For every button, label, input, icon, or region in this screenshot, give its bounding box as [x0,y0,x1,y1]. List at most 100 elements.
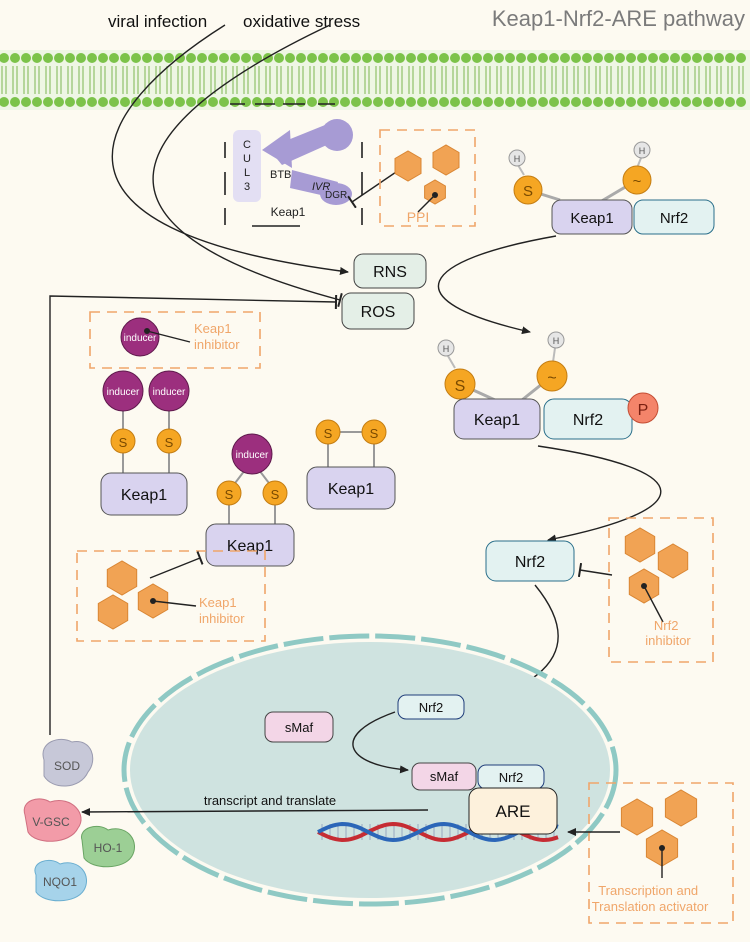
nrf2-inhibitor-label: Nrf2 inhibitor [645,618,691,648]
s-label: S [225,487,234,502]
lipid-head [87,53,97,63]
lipid-head [340,53,350,63]
s-label: S [324,426,333,441]
lipid-head [186,53,196,63]
lipid-head [450,97,460,107]
lipid-head [626,97,636,107]
vgsc-label: V-GSC [32,815,70,829]
h-label: H [553,336,560,346]
s-label: S [370,426,379,441]
lipid-head [483,53,493,63]
lipid-head [648,97,658,107]
keap1-label: Keap1 [121,487,167,504]
lipid-head [142,53,152,63]
sulfur-atom [315,419,341,445]
hexagon [657,543,689,579]
lipid-head [318,53,328,63]
inducer-circle [231,433,273,475]
activator-label: Transcription and Translation activator [592,883,709,914]
btb-label: BTB [270,169,291,181]
s-label: S [455,378,466,395]
lipid-head [65,53,75,63]
nqo1-blob [34,860,87,902]
lipid-head [32,53,42,63]
lipid-head [340,97,350,107]
activator-box [588,782,734,924]
keap1-box [205,523,295,567]
lipid-head [164,97,174,107]
nrf2-label: Nrf2 [660,210,688,227]
sulfur-atom [156,428,182,454]
lipid-head [461,97,471,107]
lipid-head [571,53,581,63]
lipid-head [527,53,537,63]
lipid-head [329,97,339,107]
lipid-head [186,97,196,107]
nrf2-box [543,398,633,440]
inducer-label: inducer [124,333,157,344]
lipid-head [373,97,383,107]
lipid-head [582,53,592,63]
keap1-inhibitor-label: Keap1 inhibitor [199,595,245,626]
ppi-box [379,129,476,227]
oxidative-stress-label: oxidative stress [243,12,360,31]
lipid-head [318,97,328,107]
lipid-head [120,97,130,107]
lipid-head [714,97,724,107]
lipid-head [131,97,141,107]
keap1-box [551,199,633,235]
lipid-head [670,97,680,107]
rns-box [353,253,427,289]
nqo1-label: NQO1 [43,875,77,889]
feedback-inhibition-line [49,294,338,735]
oxidative-stress-arrow [152,24,343,308]
lipid-head [76,97,86,107]
lipid-head [252,53,262,63]
lipid-head [274,97,284,107]
sulfur-atom [444,368,476,400]
lipid-head [219,97,229,107]
lipid-head [593,97,603,107]
smaf-label: sMaf [285,720,314,735]
lipid-head [395,97,405,107]
lipid-head [230,97,240,107]
lipid-head [483,97,493,107]
lipid-head [582,97,592,107]
cul3-letter: L [244,167,250,179]
h-atom [437,339,455,357]
lipid-head [241,53,251,63]
sulfur-atom [361,419,387,445]
lipid-head [538,97,548,107]
are-box [468,787,558,835]
lipid-head [0,53,9,63]
cul3-letter: C [243,139,251,151]
sulfur-atom [513,175,543,205]
phosphate-circle [627,392,659,424]
lipid-head [263,97,273,107]
h-label: H [514,154,521,164]
ivr-label: IVR [312,181,330,193]
lipid-head [560,97,570,107]
products [23,738,135,902]
nrf2-box [633,199,715,235]
lipid-head [76,53,86,63]
keap1-label: Keap1 [570,210,613,227]
keap1-structure [224,103,363,227]
lipid-head [461,53,471,63]
lipid-head [615,53,625,63]
lipid-head [351,97,361,107]
lipid-head [285,53,295,63]
lipid-head [538,53,548,63]
free-nrf2-label: Nrf2 [515,554,545,571]
inducer-circle [120,317,160,357]
lipid-head [505,53,515,63]
inducer-label: inducer [236,450,269,461]
lipid-head [54,97,64,107]
inducer-label: inducer [153,387,186,398]
s-label: ~ [547,370,556,387]
lipid-head [428,53,438,63]
lipid-head [395,53,405,63]
nuclear-nrf2-label: Nrf2 [419,700,444,715]
lipid-head [527,97,537,107]
lipid-head [450,53,460,63]
